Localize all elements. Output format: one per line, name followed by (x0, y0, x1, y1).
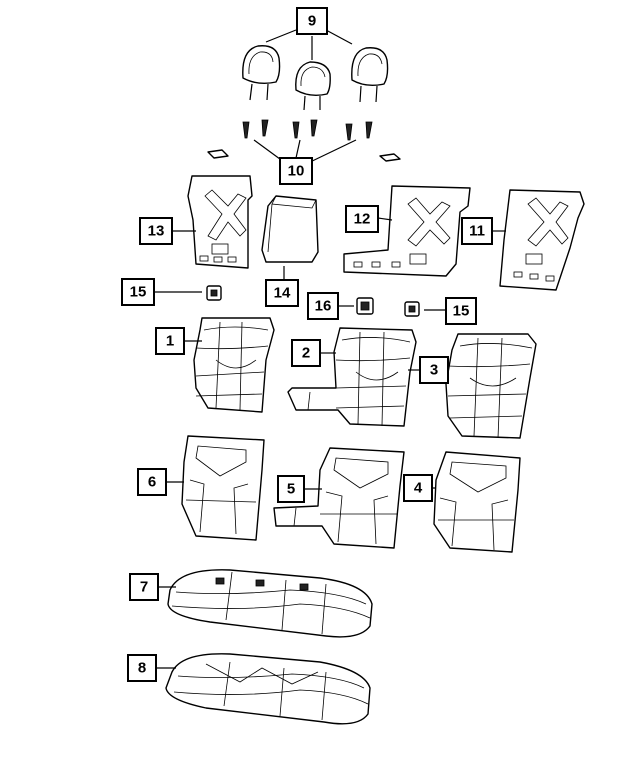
seatback-frame-left (187, 175, 253, 269)
callout-13: 13 (139, 217, 173, 245)
callout-6: 6 (137, 468, 167, 496)
callout-label-4: 4 (414, 480, 423, 497)
callout-15-right: 15 (445, 297, 477, 325)
callout-label-16: 16 (315, 298, 332, 315)
seatback-cover-center (287, 327, 417, 427)
callout-10: 10 (279, 157, 313, 185)
callout-label-15-left: 15 (130, 284, 147, 301)
callout-label-13: 13 (148, 223, 165, 240)
callout-3: 3 (419, 356, 449, 384)
seatback-foam-center (273, 447, 405, 549)
headrest-guides (207, 119, 401, 162)
callout-label-14: 14 (274, 285, 291, 302)
callout-16: 16 (307, 292, 339, 320)
callout-label-2: 2 (302, 345, 310, 362)
latch-right (404, 301, 420, 317)
seatback-frame-right (499, 189, 585, 291)
headrest-left (242, 45, 281, 101)
callout-label-11: 11 (469, 223, 485, 240)
callout-8: 8 (127, 654, 157, 682)
callout-label-9: 9 (308, 13, 316, 30)
seatback-foam-left (181, 435, 265, 541)
callout-14: 14 (265, 279, 299, 307)
callout-label-3: 3 (430, 362, 438, 379)
callout-2: 2 (291, 339, 321, 367)
seatback-cover-left (193, 317, 275, 413)
armrest-pad (261, 195, 319, 263)
leader-lines (152, 29, 506, 669)
callout-15-left: 15 (121, 278, 155, 306)
callout-label-6: 6 (148, 474, 156, 491)
callout-label-7: 7 (140, 579, 148, 596)
callout-11: 11 (461, 217, 493, 245)
callout-label-5: 5 (287, 481, 295, 498)
callout-5: 5 (277, 475, 305, 503)
seat-cushion-foam (165, 653, 371, 725)
headrest-right (351, 47, 389, 103)
callout-12: 12 (345, 205, 379, 233)
callout-9: 9 (296, 7, 328, 35)
callout-4: 4 (403, 474, 433, 502)
seat-cushion-cover (167, 569, 373, 638)
callout-label-12: 12 (354, 211, 371, 228)
callout-label-10: 10 (288, 163, 305, 180)
callout-label-8: 8 (138, 660, 146, 677)
latch-left (206, 285, 222, 301)
seatback-cover-right (445, 333, 537, 439)
callout-7: 7 (129, 573, 159, 601)
seatback-frame-center (343, 185, 471, 277)
callout-label-15-right: 15 (453, 303, 470, 320)
callout-label-1: 1 (166, 333, 174, 350)
latch-center (356, 297, 374, 315)
callout-1: 1 (155, 327, 185, 355)
headrest-center (295, 61, 331, 111)
seatback-foam-right (433, 451, 521, 553)
